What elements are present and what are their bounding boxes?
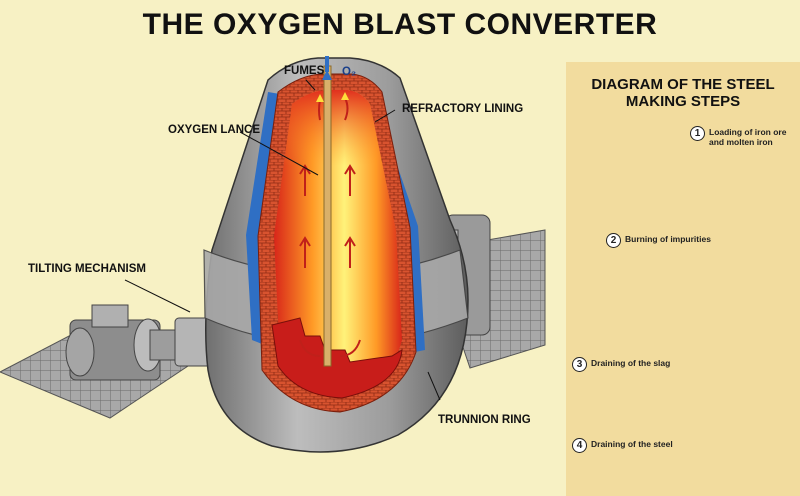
tilting-mechanism <box>65 304 216 381</box>
page-title: THE OXYGEN BLAST CONVERTER <box>142 8 658 41</box>
label-refractory-lining: REFRACTORY LINING <box>402 103 524 115</box>
step-4: 4 Draining of the steel <box>572 438 673 453</box>
label-trunnion-ring: TRUNNION RING <box>438 414 531 426</box>
lining-blue-right <box>362 92 425 352</box>
label-o2: O₂ <box>342 66 357 78</box>
flow-arrows <box>299 97 361 357</box>
step-number: 3 <box>572 357 587 372</box>
oxygen-lance <box>323 65 332 367</box>
step-number: 4 <box>572 438 587 453</box>
step-text-line2: and molten iron <box>709 137 773 147</box>
steps-panel-title-line2: MAKING STEPS <box>625 93 741 110</box>
step-3: 3 Draining of the slag <box>572 357 670 372</box>
step-text: Draining of the steel <box>591 439 673 449</box>
leader-lines <box>124 79 441 401</box>
step-text: Burning of impurities <box>625 234 711 244</box>
step-number: 1 <box>690 126 705 141</box>
step-text: Draining of the slag <box>591 358 671 368</box>
lining-blue-left <box>246 92 280 344</box>
step-number: 2 <box>606 233 621 248</box>
label-tilting-mechanism: TILTING MECHANISM <box>28 263 146 275</box>
step-2: 2 Burning of impurities <box>606 233 711 248</box>
steps-panel: DIAGRAM OF THE STEEL MAKING STEPS <box>566 62 800 496</box>
steps-panel-title-line1: DIAGRAM OF THE STEEL <box>591 76 775 93</box>
step-1: 1 Loading of iron ore and molten iron <box>690 126 786 147</box>
step-text-line1: Loading of iron ore <box>709 127 787 137</box>
lance-arrow-up <box>322 70 332 80</box>
step-text: Loading of iron ore and molten iron <box>709 126 786 147</box>
steps-panel-title: DIAGRAM OF THE STEEL MAKING STEPS <box>566 76 800 110</box>
label-fumes: FUMES <box>284 65 325 77</box>
label-oxygen-lance: OXYGEN LANCE <box>168 124 261 136</box>
molten-pool <box>271 317 403 399</box>
